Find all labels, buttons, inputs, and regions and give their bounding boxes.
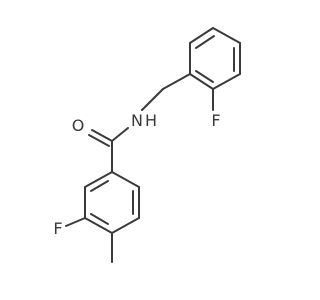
bond bbox=[111, 171, 140, 188]
bond bbox=[111, 217, 140, 234]
bond-ch2 bbox=[162, 73, 191, 90]
aromatic-bond bbox=[90, 180, 109, 192]
hydrogen-label: H bbox=[145, 111, 157, 130]
nitrogen-label: N bbox=[131, 111, 143, 130]
bond bbox=[212, 27, 241, 44]
fluoromethylphenyl-ring bbox=[84, 171, 140, 234]
carbonyl-bond-second bbox=[88, 134, 110, 147]
bond bbox=[84, 217, 113, 234]
bond bbox=[84, 171, 113, 188]
bond bbox=[189, 73, 214, 90]
fluorine-label-benzyl: F bbox=[211, 111, 220, 130]
fluorine-label-ring: F bbox=[53, 219, 62, 238]
bond-ch2-n bbox=[141, 88, 164, 111]
aromatic-bond bbox=[195, 35, 215, 49]
oxygen-label: O bbox=[72, 116, 85, 135]
aromatic-bond bbox=[90, 213, 109, 225]
fluorophenyl-ring bbox=[189, 27, 241, 90]
carbonyl-bond bbox=[91, 129, 113, 142]
bond bbox=[189, 27, 214, 44]
bond-to-fluorine bbox=[65, 217, 86, 227]
bond-n-carbonyl bbox=[111, 127, 129, 142]
bond bbox=[212, 73, 241, 90]
molecule-structure: O N H F F bbox=[53, 27, 241, 263]
aromatic-bond bbox=[195, 70, 214, 83]
